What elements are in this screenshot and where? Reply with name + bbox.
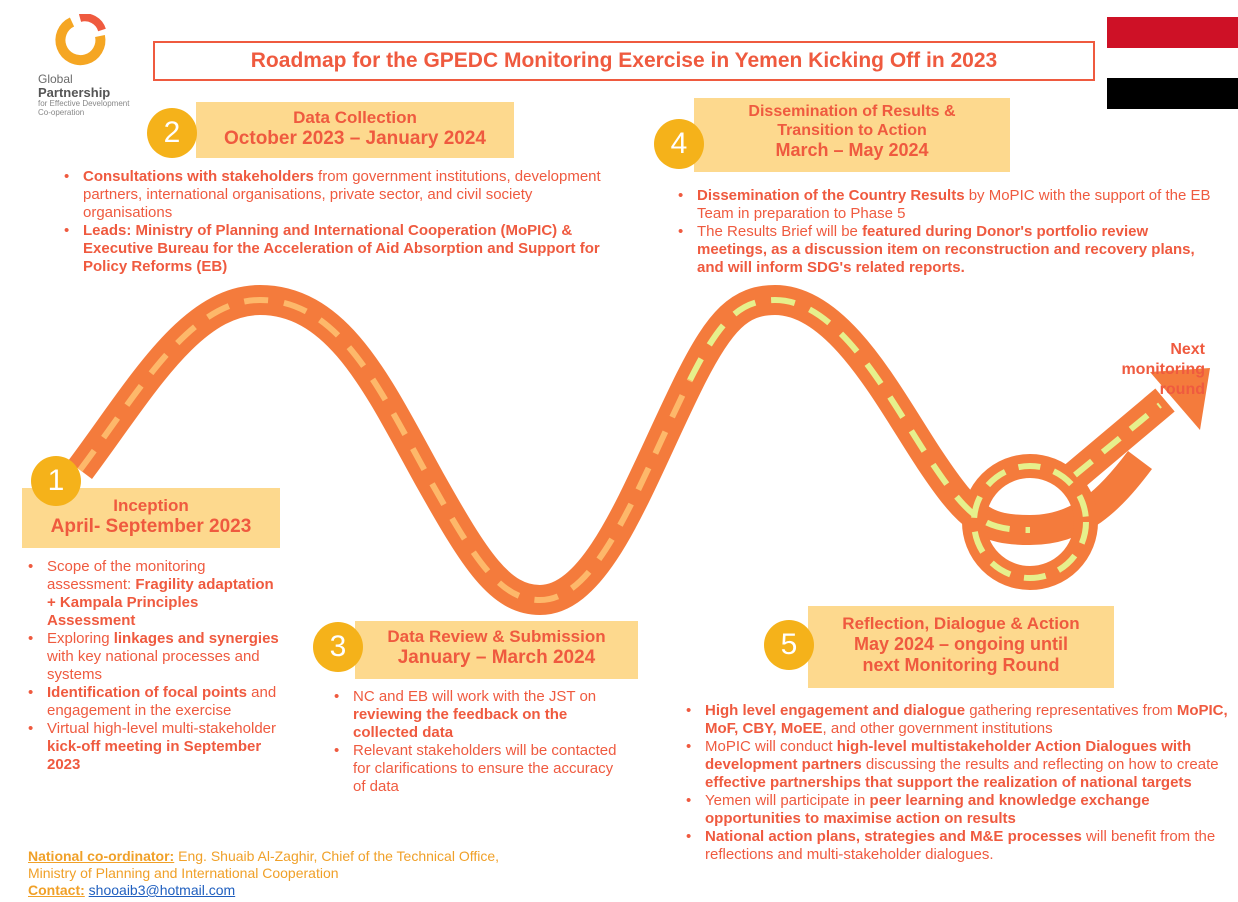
logo-line1: Global: [38, 72, 73, 86]
phase3-title: Data Review & Submission: [387, 627, 606, 646]
phase5-title: Reflection, Dialogue & Action: [842, 614, 1080, 633]
phase2-dates: October 2023 – January 2024: [224, 128, 486, 149]
road-arrowhead: [1150, 368, 1210, 430]
phase2-number: 2: [147, 108, 197, 158]
gpedc-logo: Global Partnership for Effective Develop…: [38, 13, 148, 117]
flag-black-stripe: [1107, 78, 1238, 110]
phase1-bullets: Scope of the monitoring assessment: Frag…: [22, 558, 282, 774]
coordinator-label: National co-ordinator:: [28, 848, 175, 864]
phase4-header: Dissemination of Results & Transition to…: [694, 98, 1010, 172]
phase1-bullet-1: Scope of the monitoring assessment: Frag…: [22, 558, 282, 630]
flag-white-stripe: [1107, 47, 1238, 79]
phase2-header: Data Collection October 2023 – January 2…: [196, 102, 514, 158]
phase1-bullet-4: Virtual high-level multi-stakeholder kic…: [22, 720, 282, 774]
page-title: Roadmap for the GPEDC Monitoring Exercis…: [153, 41, 1095, 81]
phase2-bullets: Consultations with stakeholders from gov…: [58, 168, 618, 276]
footer-contact: National co-ordinator: Eng. Shuaib Al-Za…: [28, 848, 548, 899]
next-round-label: Next monitoring round: [1121, 341, 1205, 398]
logo-line4: Co-operation: [38, 108, 85, 117]
road-dashes-early: [77, 296, 693, 604]
phase3-bullets: NC and EB will work with the JST on revi…: [328, 688, 628, 796]
coordinator-text: Eng. Shuaib Al-Zaghir, Chief of the Tech…: [28, 848, 500, 881]
phase5-bullet-3: Yemen will participate in peer learning …: [680, 792, 1236, 828]
phase3-number: 3: [313, 622, 363, 672]
phase5-header: Reflection, Dialogue & Action May 2024 –…: [808, 606, 1114, 688]
flag-red-stripe: [1107, 17, 1238, 48]
yemen-flag: [1107, 17, 1238, 110]
logo-line3: for Effective Development: [38, 99, 130, 108]
phase4-dates: March – May 2024: [775, 140, 929, 160]
phase3-bullet-1: NC and EB will work with the JST on revi…: [328, 688, 628, 742]
phase4-bullets: Dissemination of the Country Results by …: [672, 187, 1212, 277]
gpedc-logo-mark: [55, 13, 106, 66]
exit-dashes: [1073, 402, 1162, 478]
phase1-header: Inception April- September 2023: [22, 488, 280, 548]
phase5-bullet-4: National action plans, strategies and M&…: [680, 828, 1236, 864]
phase5-number: 5: [764, 620, 814, 670]
phase3-bullet-2: Relevant stakeholders will be contacted …: [328, 742, 628, 796]
contact-email-link[interactable]: shooaib3@hotmail.com: [88, 882, 236, 898]
contact-label: Contact:: [28, 882, 85, 898]
phase1-dates: April- September 2023: [50, 516, 252, 537]
phase4-title: Dissemination of Results & Transition to…: [748, 103, 956, 139]
phase4-bullet-1: Dissemination of the Country Results by …: [672, 187, 1212, 223]
phase5-bullet-1: High level engagement and dialogue gathe…: [680, 702, 1236, 738]
phase4-bullet-2: The Results Brief will be featured durin…: [672, 223, 1212, 277]
phase5-bullets: High level engagement and dialogue gathe…: [680, 702, 1236, 864]
phase1-title: Inception: [113, 496, 189, 515]
phase3-header: Data Review & Submission January – March…: [355, 621, 638, 679]
roundabout-dashes: [971, 463, 1089, 581]
phase1-bullet-2: Exploring linkages and synergies with ke…: [22, 630, 282, 684]
phase4-number: 4: [654, 119, 704, 169]
phase1-number: 1: [31, 456, 81, 506]
logo-line2: Partnership: [38, 85, 111, 100]
phase2-title: Data Collection: [293, 108, 417, 127]
phase3-dates: January – March 2024: [397, 647, 596, 668]
phase5-dates: May 2024 – ongoing until next Monitoring…: [853, 634, 1069, 675]
phase1-bullet-3: Identification of focal points and engag…: [22, 684, 282, 720]
phase5-bullet-2: MoPIC will conduct high-level multistake…: [680, 738, 1236, 792]
phase2-bullet-2: Leads: Ministry of Planning and Internat…: [58, 222, 618, 276]
phase2-bullet-1: Consultations with stakeholders from gov…: [58, 168, 618, 222]
